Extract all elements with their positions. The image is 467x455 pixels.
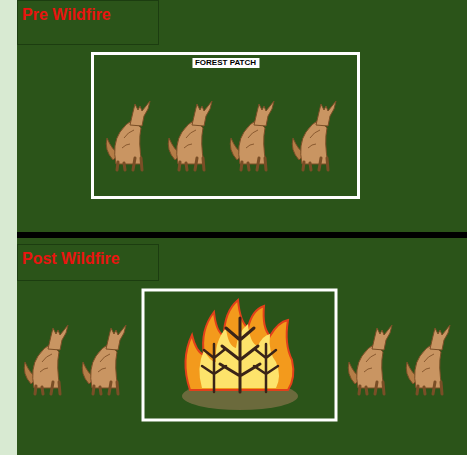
patch-label: FOREST PATCH (192, 58, 259, 68)
heading-text: Pre Wildfire (22, 6, 111, 24)
fire-illustration (182, 300, 298, 410)
post-panel (17, 238, 467, 455)
pre-panel (17, 0, 467, 232)
panel-heading: Post Wildfire (17, 244, 159, 281)
heading-text: Post Wildfire (22, 250, 120, 268)
panel-heading: Pre Wildfire (17, 0, 159, 45)
burned-patch (143, 290, 336, 420)
separator-bar (17, 232, 467, 238)
wolf-group (24, 101, 450, 394)
forest-patch: FOREST PATCH (91, 52, 360, 199)
